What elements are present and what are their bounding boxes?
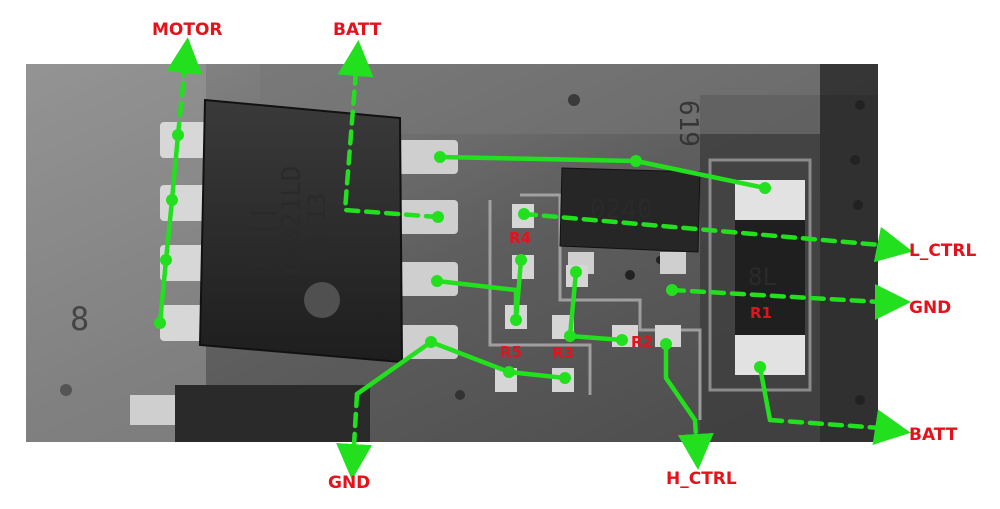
- label-r3: R3: [552, 344, 574, 362]
- batt-top-dashed: [337, 40, 441, 220]
- chip-part-number: C3021LD: [277, 165, 307, 275]
- label-motor: MOTOR: [152, 20, 223, 40]
- batt-right-dashed: [767, 409, 911, 446]
- small-transistor-chip: 0240: [559, 167, 701, 274]
- gnd-bottom-dashed: [336, 391, 373, 480]
- label-r4: R4: [509, 229, 531, 247]
- label-h-ctrl: H_CTRL: [666, 469, 737, 489]
- gnd-right-dashed: [669, 284, 911, 320]
- r2-hctrl-trace: [663, 341, 698, 423]
- label-r1: R1: [750, 304, 772, 322]
- motor-dashed: [166, 37, 203, 138]
- label-r5: R5: [500, 343, 522, 361]
- gnd-down-trace: [354, 339, 434, 397]
- board-print-left: 8: [70, 300, 89, 338]
- chip-logo: D'||: [247, 205, 277, 268]
- l-ctrl-dashed: [521, 211, 913, 263]
- r1-body-marking: 8L: [748, 263, 777, 291]
- label-r2: R2: [631, 333, 653, 351]
- pcb-board-photo: 8 619 D'|| C3021LD 14 13: [26, 64, 878, 442]
- r1-batt-trace: [757, 364, 773, 423]
- label-l-ctrl: L_CTRL: [909, 241, 976, 261]
- r4-r5-link-trace: [513, 257, 524, 323]
- label-batt-right: BATT: [909, 425, 958, 445]
- r1-resistor-body: 8L: [735, 180, 805, 375]
- main-ic-chip: D'|| C3021LD 14 13: [198, 98, 404, 364]
- board-print-top-right: 619: [673, 100, 703, 147]
- label-gnd-bottom: GND: [328, 473, 370, 493]
- h-ctrl-dashed: [677, 417, 714, 470]
- main-chip-right-pins: [398, 140, 458, 359]
- label-gnd-right: GND: [909, 298, 951, 318]
- motor-trace: [157, 132, 181, 326]
- lower-ic-chip: [130, 385, 370, 442]
- chip-date-code: 14 13: [303, 193, 331, 265]
- small-chip-marking: 0240: [590, 195, 653, 225]
- trace-nodes: [154, 129, 771, 384]
- label-batt-top: BATT: [333, 20, 382, 40]
- traces-dashed: [166, 37, 913, 480]
